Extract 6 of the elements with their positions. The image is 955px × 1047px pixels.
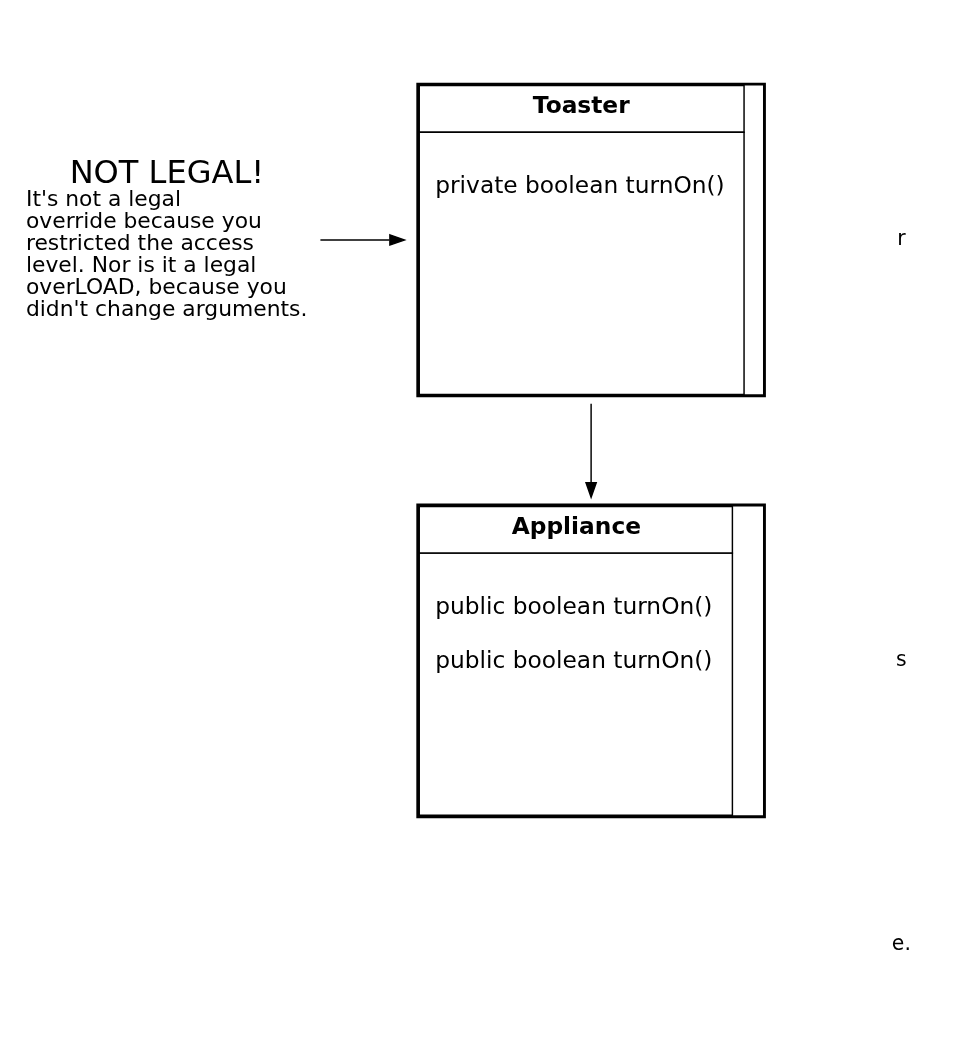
arrow <box>585 402 598 500</box>
label: s <box>896 646 907 671</box>
label: r <box>897 225 906 250</box>
arrow <box>319 233 407 246</box>
node-text: NOT LEGAL! It's not a legal override because you restricted the access level. Nor is it a legal overLOAD, because you didn't change arguments. <box>25 152 308 321</box>
label: e. <box>891 930 911 955</box>
